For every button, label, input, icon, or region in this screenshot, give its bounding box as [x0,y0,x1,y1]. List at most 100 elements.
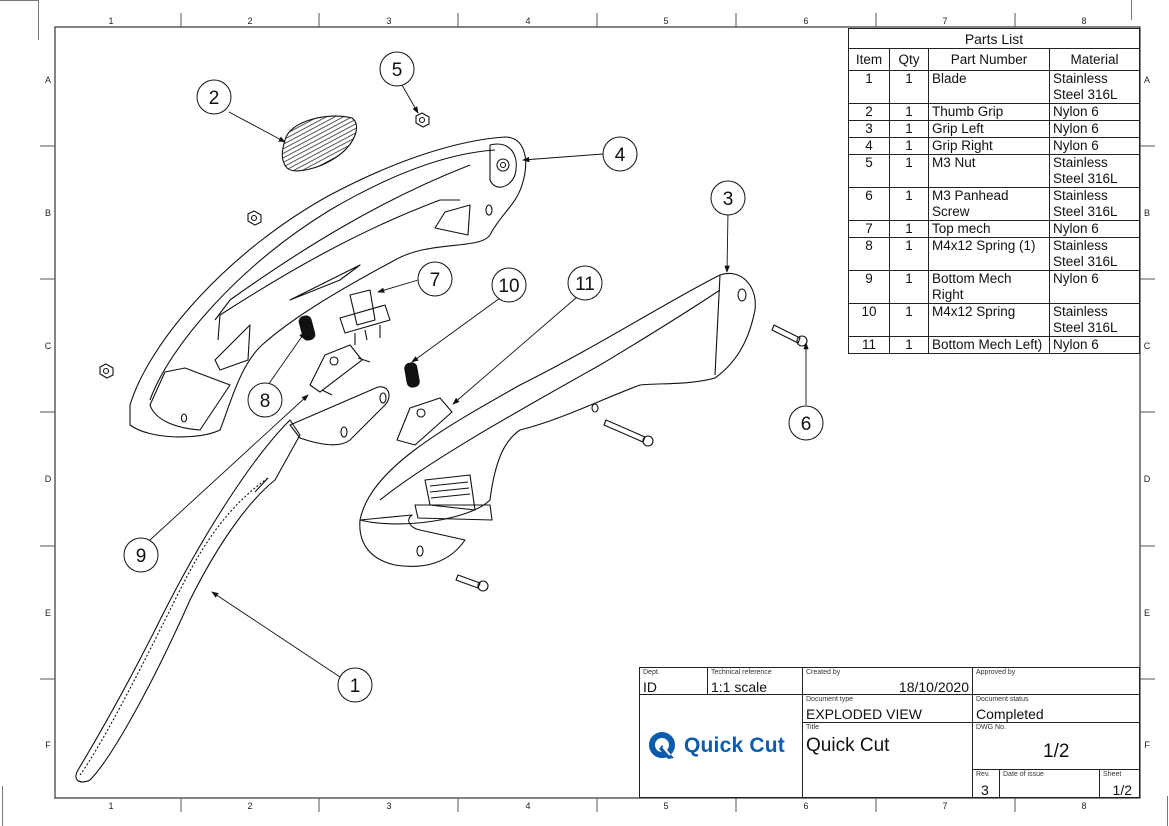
doc-type-label: Document type [806,696,854,703]
parts-list-title: Parts List [848,28,1140,49]
balloon-label: 2 [209,88,220,109]
trim-mark-top-right [1131,0,1169,20]
qty-cell-text: 1 [905,121,913,136]
qty-cell: 1 [889,137,929,155]
material-cell-text: Steel 316L [1053,204,1118,219]
doc-status-label: Document status [976,696,1029,703]
item-cell: 2 [848,103,890,121]
qty-cell-text: 1 [905,138,913,153]
zone-column-label: 2 [247,16,253,26]
part-grip-left [359,272,756,567]
item-cell: 6 [848,187,890,221]
balloon-label: 7 [430,270,441,291]
item-cell-text: 10 [861,304,877,319]
tech-ref-cell: Technical reference 1:1 scale [708,668,803,695]
part-top-mech [339,289,391,345]
zone-column-label: 2 [247,801,253,811]
item-cell-text: 5 [865,155,873,170]
material-cell: Nylon 6 [1049,137,1140,155]
approved-by-label: Approved by [976,669,1016,676]
title-value: Quick Cut [806,735,890,756]
material-cell-text: Nylon 6 [1053,104,1099,119]
item-cell-text: 11 [861,337,876,352]
sheet-value: 1/2 [1112,782,1132,798]
material-cell-text: Stainless [1053,238,1108,253]
zone-row-label: A [44,75,51,85]
balloon-item-5: 5 [379,51,415,87]
material-cell-text: Steel 316L [1053,320,1118,335]
item-cell: 9 [848,270,890,304]
zone-row-label: D [44,474,52,484]
qty-cell-text: 1 [905,221,913,236]
material-cell-text: Nylon 6 [1053,121,1099,136]
dept-cell: Dept. ID [640,668,708,695]
balloon-circle [123,537,159,573]
zone-row-label: F [1144,740,1150,750]
zone-row-label: D [1143,474,1151,484]
balloon-item-6: 6 [788,405,824,441]
material-cell: Nylon 6 [1049,270,1140,304]
date-of-issue-label: Date of issue [1003,771,1044,778]
qty-cell: 1 [889,70,929,104]
zone-row-label: E [1143,608,1150,618]
zone-column-label: 6 [803,16,809,26]
part-number-cell: Grip Right [928,137,1050,155]
material-cell-text: Steel 316L [1053,87,1118,102]
header-material: Material [1049,48,1140,71]
zone-row-label: C [44,341,52,351]
part-number-cell: Grip Left [928,120,1050,138]
balloon-circle [417,261,453,297]
zone-column-label: 6 [803,801,809,811]
item-cell: 3 [848,120,890,138]
parts-list-table: Parts List Item Qty Part Number Material… [848,28,1140,354]
qty-cell: 1 [889,103,929,121]
balloon-label: 3 [723,189,734,210]
part-number-cell-text: M4x12 Spring [932,304,1016,319]
part-number-cell: Bottom Mech Left) [928,336,1050,354]
zone-column-label: 5 [663,16,669,26]
header-part-number: Part Number [928,48,1050,71]
part-number-cell-text: Top mech [932,221,991,236]
part-number-cell-text: Grip Left [932,121,984,136]
balloon-item-2: 2 [196,79,232,115]
zone-column-label: 4 [525,16,531,26]
part-nut [99,112,430,379]
balloon-item-9: 9 [123,537,159,573]
dwg-no-label: DWG No. [976,724,1006,731]
doc-type-cell: Document type EXPLODED VIEW [803,695,973,723]
item-cell: 5 [848,154,890,188]
doc-status-value: Completed [976,706,1044,722]
logo-cell: Quick Cut [640,695,803,798]
material-cell: Nylon 6 [1049,103,1140,121]
tech-ref-label: Technical reference [711,669,772,676]
qty-cell-text: 1 [905,104,913,119]
balloon-circle [337,667,373,703]
part-thumb-grip [281,115,357,172]
zone-row-label: F [45,740,51,750]
qty-cell-text: 1 [905,304,913,319]
qty-cell: 1 [889,220,929,238]
part-number-cell: M3 Nut [928,154,1050,188]
quick-cut-logo-icon [649,732,675,759]
balloon-label: 11 [575,274,595,295]
qty-cell: 1 [889,237,929,271]
sheet-cell: Sheet 1/2 [1100,770,1140,798]
zone-column-label: 7 [942,16,948,26]
balloon-circle [491,267,527,303]
item-cell-text: 6 [865,188,873,203]
trim-mark-bottom-right [1133,796,1168,826]
